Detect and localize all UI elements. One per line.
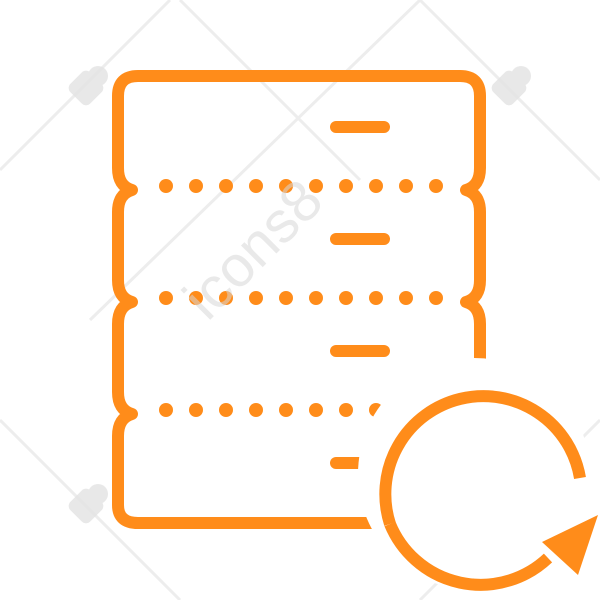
divider-row-3 [159, 403, 383, 417]
divider-row-2 [159, 291, 443, 305]
refresh-icon [358, 358, 598, 591]
watermark-line [178, 0, 362, 182]
refresh-arrowhead [542, 515, 598, 575]
refresh-arc-tail [384, 521, 553, 591]
watermark-line [88, 0, 422, 322]
divider-row-1 [159, 179, 443, 193]
refresh-arc [379, 390, 586, 526]
server-divider-dots [159, 179, 443, 417]
